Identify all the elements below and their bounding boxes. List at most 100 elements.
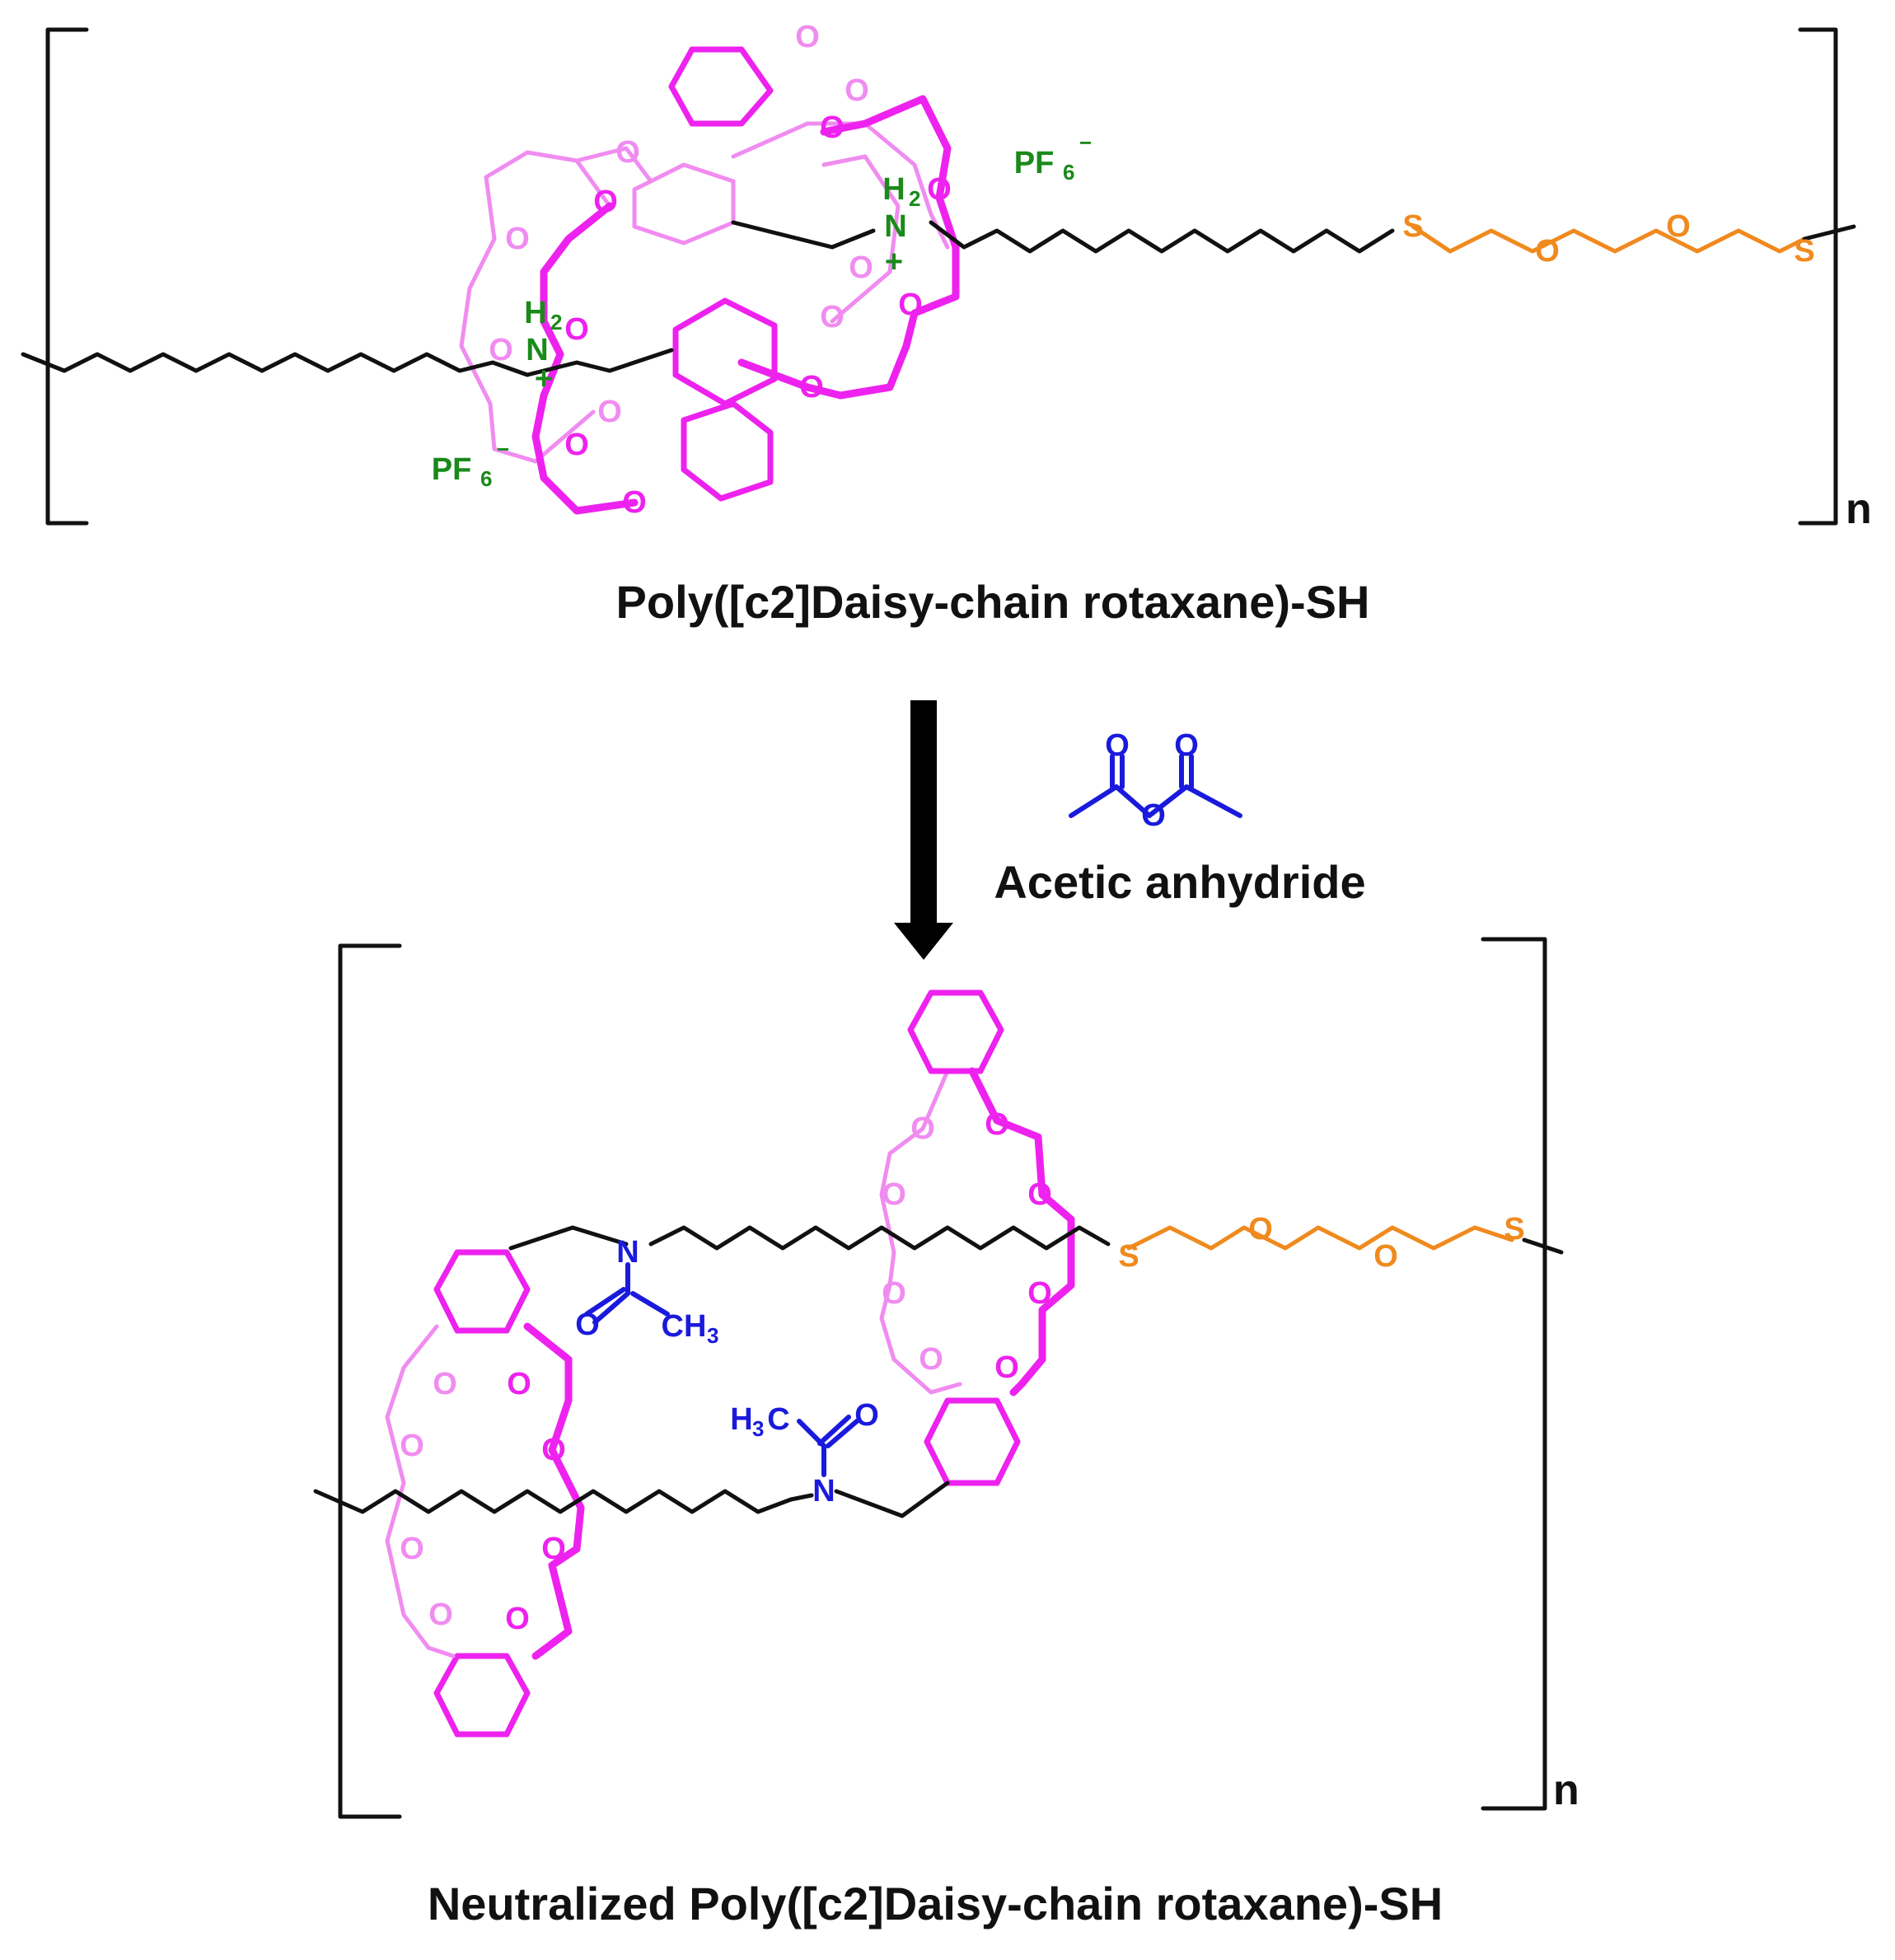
oxygen-atom: O — [1027, 1177, 1052, 1212]
top-peg-linker — [1411, 224, 1807, 254]
bottom-amide-lower-labels: N O H 3 C — [730, 1398, 879, 1509]
sulfur-atom: S — [1402, 209, 1423, 244]
sulfur-atom: S — [1118, 1239, 1139, 1274]
oxygen-atom: O — [433, 1367, 457, 1401]
oxygen-atom: O — [898, 288, 923, 322]
bottom-backbone-upper — [508, 1225, 1111, 1251]
counterion-charge: − — [497, 437, 509, 461]
oxygen-atom: O — [795, 20, 820, 54]
top-oxygen-labels-back: O O O O O O O O — [489, 20, 873, 429]
top-backbone-right — [929, 220, 1395, 254]
top-left-bracket — [45, 27, 89, 526]
top-right-bracket — [1798, 27, 1838, 526]
oxygen-atom: O — [505, 222, 530, 256]
oxygen-atom: O — [541, 1532, 566, 1566]
counterion-subscript: 6 — [1063, 160, 1074, 185]
methyl-label: CH — [662, 1309, 707, 1344]
oxygen-atom: O — [845, 73, 869, 108]
oxygen-atom: O — [882, 1177, 906, 1212]
counterion-pf: PF — [1014, 146, 1055, 180]
oxygen-atom: O — [1027, 1276, 1052, 1311]
oxygen-atom: O — [400, 1532, 424, 1566]
top-counterion-right: PF 6 − — [1014, 130, 1092, 185]
oxygen-atom: O — [622, 485, 647, 520]
methyl-c-label: C — [767, 1402, 789, 1437]
top-ammonium-right: H 2 N + — [882, 172, 920, 279]
carbonyl-oxygen: O — [575, 1307, 600, 1342]
oxygen-atom: O — [428, 1597, 453, 1632]
counterion-pf: PF — [432, 452, 472, 487]
oxygen-atom: O — [882, 1276, 906, 1311]
acetic-anhydride-structure: O O O — [1069, 728, 1242, 833]
oxygen-atom: O — [400, 1429, 424, 1463]
top-structure: O O O O O O O O O O O O O O O O H 2 N + — [21, 20, 1872, 628]
top-ammonium-left: H 2 N + — [524, 296, 562, 396]
counterion-charge: − — [1079, 130, 1092, 155]
oxygen-atom: O — [799, 370, 824, 405]
top-caption: Poly([c2]Daisy-chain rotaxane)-SH — [616, 576, 1370, 628]
bottom-peg-linker — [1126, 1225, 1514, 1251]
top-benzene-1 — [668, 46, 774, 127]
oxygen-atom: O — [849, 250, 873, 285]
bottom-benzene-4 — [433, 1653, 531, 1738]
counterion-subscript: 6 — [480, 466, 492, 491]
bottom-crown-right-front — [968, 1067, 1075, 1396]
top-benzene-3 — [681, 400, 774, 502]
bottom-backbone-lower — [313, 1481, 950, 1518]
oxygen-atom: O — [919, 1342, 943, 1377]
bottom-oxygen-labels-front: O O O O O O O O — [505, 1107, 1052, 1636]
bottom-amide-upper-labels: N O CH 3 — [575, 1235, 718, 1348]
sulfur-atom: S — [1504, 1212, 1524, 1247]
oxygen-atom: O — [489, 333, 513, 367]
top-crown-front — [531, 95, 960, 515]
oxygen-atom: O — [820, 300, 845, 334]
ammonium-h: H — [882, 172, 905, 207]
oxygen-atom: O — [927, 172, 952, 207]
bottom-left-bracket — [338, 943, 402, 1819]
top-oxygen-labels-front: O O O O O O O O — [564, 110, 952, 520]
bottom-amide-lower — [797, 1415, 859, 1477]
amide-nitrogen: N — [616, 1235, 639, 1270]
bottom-peg-atoms: S O O S — [1118, 1212, 1524, 1274]
reagent-label: Acetic anhydride — [994, 856, 1365, 908]
bottom-crown-right-back — [879, 1069, 962, 1395]
bottom-right-bracket — [1481, 937, 1547, 1811]
bottom-caption: Neutralized Poly([c2]Daisy-chain rotaxan… — [428, 1878, 1443, 1930]
oxygen-atom: O — [1174, 728, 1199, 763]
reaction-arrow-group: O O O Acetic anhydride — [894, 700, 1366, 960]
top-peg-atoms: S O O S — [1402, 209, 1814, 269]
reaction-arrow-head — [894, 923, 953, 960]
amide-nitrogen: N — [812, 1474, 835, 1509]
oxygen-atom: O — [1105, 728, 1130, 763]
top-benzene-rings — [668, 46, 778, 502]
top-benzene-2 — [672, 297, 778, 407]
oxygen-atom: O — [910, 1111, 935, 1146]
top-crown-back — [459, 121, 950, 464]
bottom-amide-upper — [584, 1262, 670, 1325]
oxygen-atom: O — [615, 135, 640, 170]
oxygen-atom: O — [1535, 234, 1560, 269]
bottom-structure: O O O O O O O O O O O O O O O O N O CH 3 — [313, 937, 1579, 1930]
ammonium-charge: + — [885, 245, 903, 279]
oxygen-atom: O — [1373, 1239, 1398, 1274]
sulfur-atom: S — [1794, 234, 1814, 269]
oxygen-atom: O — [1248, 1212, 1273, 1247]
reaction-arrow-shaft — [910, 700, 937, 923]
top-repeat-n: n — [1846, 485, 1872, 533]
methyl-subscript: 3 — [707, 1323, 718, 1348]
oxygen-atom: O — [1666, 209, 1691, 244]
oxygen-atom: O — [541, 1433, 566, 1467]
methyl-h-label: H — [730, 1402, 752, 1437]
ammonium-h-subscript: 2 — [550, 310, 562, 334]
ammonium-h-subscript: 2 — [909, 186, 920, 211]
oxygen-atom: O — [564, 312, 589, 347]
oxygen-atom: O — [994, 1350, 1019, 1385]
methyl-h-subscript: 3 — [752, 1416, 764, 1441]
bottom-oxygen-labels-back: O O O O O O O O — [400, 1111, 943, 1632]
oxygen-atom: O — [597, 395, 622, 429]
bottom-crown-left-back — [385, 1324, 456, 1658]
bottom-crown-left-front — [523, 1322, 585, 1660]
carbonyl-oxygen: O — [854, 1398, 879, 1433]
bottom-benzene-2 — [924, 1397, 1021, 1486]
oxygen-atom: O — [593, 185, 618, 219]
